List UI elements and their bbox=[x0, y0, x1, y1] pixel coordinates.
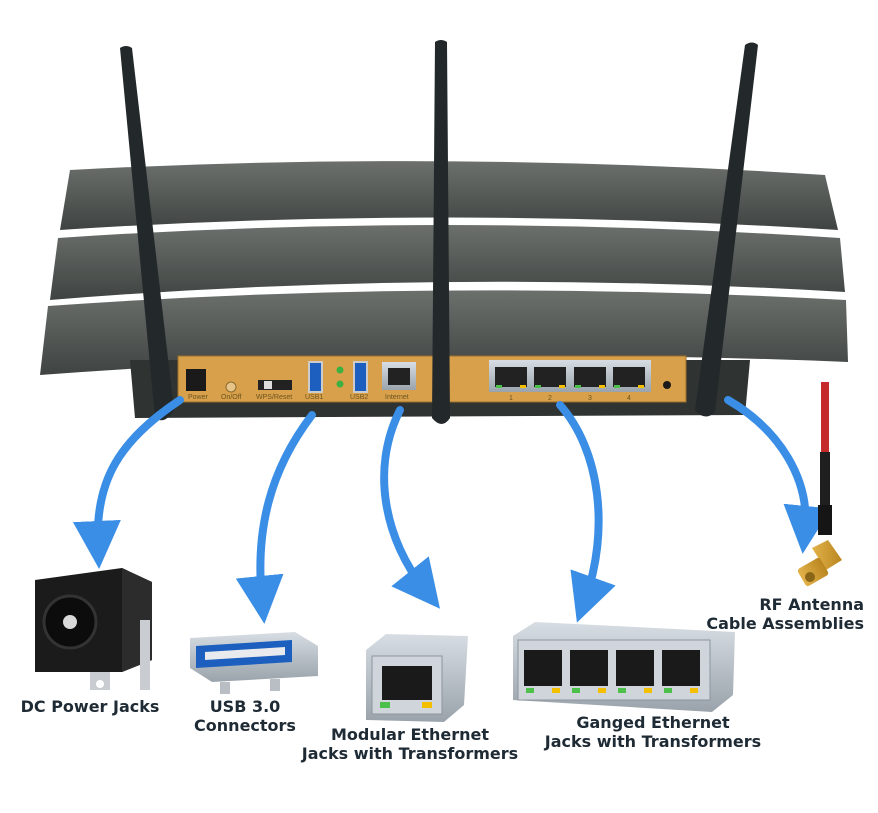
label-rf-antenna-line1: RF Antenna bbox=[759, 595, 864, 614]
panel-lan1-label: 1 bbox=[509, 395, 513, 402]
arrow-to-ganged-ethernet bbox=[556, 401, 616, 623]
panel-usb1-port bbox=[308, 361, 323, 393]
panel-lan1-port bbox=[495, 367, 527, 388]
panel-power-port bbox=[186, 369, 206, 391]
panel-wps-label: WPS/Reset bbox=[256, 394, 292, 401]
panel-lan2-label: 2 bbox=[548, 395, 552, 402]
panel-lan4-port bbox=[613, 367, 645, 388]
panel-lan3-port bbox=[574, 367, 606, 388]
panel-lan2-port bbox=[534, 367, 566, 388]
usb-connector-image bbox=[190, 632, 318, 694]
panel-lan3-label: 3 bbox=[588, 395, 592, 402]
panel-wps-switch bbox=[258, 380, 292, 390]
label-dc-power-jacks: DC Power Jacks bbox=[16, 697, 164, 716]
label-usb-connectors: USB 3.0 Connectors bbox=[180, 697, 310, 735]
panel-led-2 bbox=[336, 380, 344, 388]
panel-led-1 bbox=[336, 366, 344, 374]
panel-power-label: Power bbox=[188, 394, 209, 401]
arrow-to-rf-antenna bbox=[724, 396, 832, 554]
antenna-left bbox=[120, 46, 174, 421]
arrow-to-usb bbox=[235, 411, 316, 624]
panel-usb1-label: USB1 bbox=[305, 394, 323, 401]
panel-usb2-port bbox=[353, 361, 368, 393]
antenna-right bbox=[695, 42, 758, 417]
panel-internet-label: Internet bbox=[385, 394, 409, 401]
label-rf-antenna: RF Antenna Cable Assemblies bbox=[704, 595, 864, 633]
arrow-to-dc-jack bbox=[72, 396, 184, 569]
label-usb-connectors-line1: USB 3.0 bbox=[209, 697, 281, 716]
rf-antenna-cable-image bbox=[797, 382, 842, 587]
modular-ethernet-image bbox=[366, 634, 468, 722]
label-modular-ethernet-line1: Modular Ethernet bbox=[330, 725, 490, 744]
label-ganged-ethernet-line2: Jacks with Transformers bbox=[544, 732, 762, 751]
ganged-ethernet-image bbox=[513, 622, 735, 712]
router-top-layer bbox=[60, 161, 838, 230]
panel-usb2-label: USB2 bbox=[350, 394, 368, 401]
label-usb-connectors-line2: Connectors bbox=[194, 716, 296, 735]
panel-internet-socket bbox=[388, 368, 410, 385]
label-rf-antenna-line2: Cable Assemblies bbox=[706, 614, 864, 633]
antenna-center bbox=[432, 40, 450, 424]
panel-onoff-button bbox=[225, 381, 237, 393]
dc-power-jack-image bbox=[35, 568, 152, 690]
arrows bbox=[72, 396, 832, 624]
arrow-to-modular-ethernet bbox=[380, 406, 440, 609]
panel-wps-knob bbox=[264, 381, 272, 389]
panel-reset-hole bbox=[663, 381, 671, 389]
label-modular-ethernet-line2: Jacks with Transformers bbox=[301, 744, 519, 763]
label-ganged-ethernet-line1: Ganged Ethernet bbox=[576, 713, 730, 732]
router: Power On/Off WPS/Reset USB1 USB2 Interne… bbox=[40, 40, 848, 424]
panel-onoff-label: On/Off bbox=[221, 394, 242, 401]
panel-lan4-label: 4 bbox=[627, 395, 631, 402]
label-ganged-ethernet: Ganged Ethernet Jacks with Transformers bbox=[540, 713, 766, 751]
label-dc-power-jacks-line1: DC Power Jacks bbox=[20, 697, 160, 716]
label-modular-ethernet: Modular Ethernet Jacks with Transformers bbox=[298, 725, 522, 763]
